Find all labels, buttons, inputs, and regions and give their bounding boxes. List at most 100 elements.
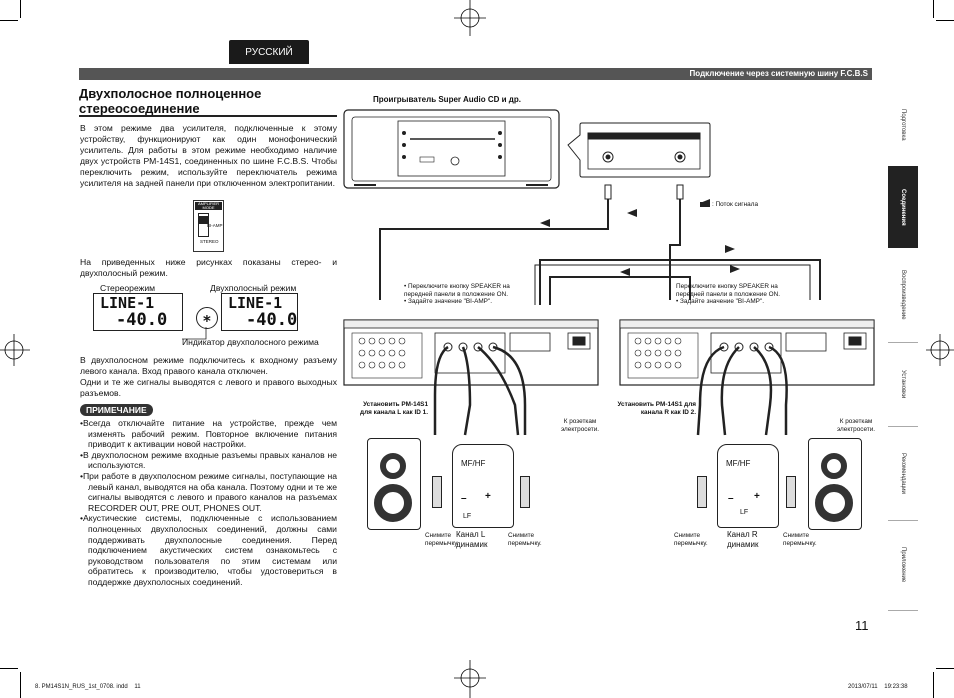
sacd-player [343,109,560,189]
speaker-note-left-line2: • Задайте значение "BI-AMP". [404,298,492,306]
jumper-right-a [697,476,707,508]
tab-preparation[interactable]: Подготовка [888,84,918,167]
biamp-description: В двухполосном режиме подключитесь к вхо… [80,355,337,376]
tab-appendix-label: Приложение [900,547,906,583]
lcd-biamp-line1: LINE-1 [228,294,283,312]
file-info: 8. PM14S1N_RUS_1st_0708. indd 11 [35,684,141,690]
player-label: Проигрыватель Super Audio CD и др. [373,95,521,104]
tab-connections-label: Соединения [900,188,906,226]
connection-diagram [343,109,875,436]
speaker-right-cabinet [808,438,862,530]
tab-playback-label: Воспроизведение [900,270,906,320]
signal-arrows [540,199,740,276]
jumper-note: Снимите перемычку. [508,532,542,547]
woofer-icon [815,484,853,522]
switch-body [198,213,209,237]
intro-paragraph: В этом режиме два усилителя, подключенны… [80,123,337,188]
amplifier-right [619,319,875,386]
switch-biamp-label: BI-AMP [207,223,223,228]
stereo-mode-label: Стереорежим [100,283,156,293]
registration-mark-right [926,334,954,366]
terminal-panel-right: MF/HF – + LF [717,444,779,528]
signal-legend: : Поток сигнала [700,201,780,209]
section-bar: Подключение через системную шину F.C.B.S [79,68,872,80]
speaker-note-right-line: Переключите кнопку SPEAKER на передней п… [676,283,781,298]
notes-list: •Всегда отключайте питание на устройстве… [80,418,337,588]
page-number: 11 [855,618,869,633]
amp-left-caption: Установить PM-14S1 для канала L как ID 1… [360,401,428,416]
note-badge: ПРИМЕЧАНИЕ [80,404,153,416]
indicator-caption: Индикатор двухполосного режима [182,337,319,347]
signal-legend-label: : Поток сигнала [712,201,759,208]
plus-label: + [485,491,491,502]
title-line-1: Двухполосное полноценное [79,86,262,101]
tab-appendix[interactable]: Приложение [888,520,918,611]
speaker-note-right: Переключите кнопку SPEAKER на передней п… [676,283,801,306]
fcbs-cables [534,259,821,305]
amplifier-mode-switch: AMPLIFIER MODE BI-AMP STEREO [193,200,224,252]
note-item: •В двухполосном режиме входные разъемы п… [80,449,337,471]
registration-mark-left [0,334,30,366]
note-item: •При работе в двухполосном режиме сигнал… [80,470,337,513]
jumper-left-a [432,476,442,508]
switch-stereo-label: STEREO [200,239,219,244]
lcd-biamp-line2: -40.0 [246,310,298,330]
mfhf-label: MF/HF [461,459,486,468]
outlet-left: К розеткам электросети. [560,418,600,433]
page-title: Двухполосное полноценное стереосоединени… [79,86,339,116]
title-rule [79,115,337,117]
language-tab[interactable]: РУССКИЙ [229,40,309,64]
speaker-cables [433,345,788,436]
indicator-leader-line [182,327,207,340]
note-item: •Акустические системы, подключенные с ис… [80,513,337,587]
tab-tips-label: Рекомендации [900,452,906,494]
registration-mark-bottom [454,660,486,698]
speaker-l-label: Канал L динамик [456,530,488,549]
jumper-note: Снимите перемычку. [674,532,708,547]
plus-label: + [754,491,760,502]
jumper-note: Снимите перемычку. [783,532,817,547]
minus-label: – [461,493,467,504]
jumper-right-b [786,476,796,508]
speaker-note-left-line: • Переключите кнопку SPEAKER на передней… [404,283,510,298]
timestamp: 2013/07/11 19:23:38 [848,684,908,690]
speaker-left-cabinet [367,438,421,530]
lf-label: LF [463,513,472,520]
tweeter-icon [821,453,847,479]
amplifier-left [343,319,599,386]
lcd-stereo-line2: -40.0 [116,310,168,330]
speaker-note-right-line2: • Задайте значение "BI-AMP". [676,298,764,306]
tab-tips[interactable]: Рекомендации [888,426,918,521]
biamp-description-2: Одни и те же сигналы выводятся с левого … [80,377,337,398]
lcd-stereo: LINE-1 -40.0 [93,293,183,331]
tab-preparation-label: Подготовка [900,109,906,141]
lcd-stereo-line1: LINE-1 [100,294,155,312]
rca-cables-input [379,184,684,300]
note-item: •Всегда отключайте питание на устройстве… [80,418,337,450]
outlet-right: К розеткам электросети. [836,418,876,433]
speaker-r-label: Канал R динамик [727,530,759,549]
woofer-icon [374,484,412,522]
switch-label: AMPLIFIER MODE [195,202,222,210]
tab-playback[interactable]: Воспроизведение [888,248,918,343]
biamp-mode-label: Двухполосный режим [210,283,297,293]
mfhf-label: MF/HF [726,459,751,468]
player-rear-callout [567,122,711,178]
title-line-2: стереосоединение [79,101,200,116]
jumper-note: Снимите перемычку. [425,532,459,547]
amp-right-caption: Установить PM-14S1 для канала R как ID 2… [617,401,696,416]
terminal-panel-left: MF/HF – + LF [452,444,514,528]
registration-mark-top [454,0,486,36]
minus-label: – [728,493,734,504]
biamp-indicator-icon: ∗ [196,307,218,329]
tweeter-icon [380,453,406,479]
lf-label: LF [740,509,749,516]
tab-settings[interactable]: Установки [888,342,918,427]
arrow-icon [700,201,710,207]
tab-settings-label: Установки [900,369,906,399]
speaker-note-left: • Переключите кнопку SPEAKER на передней… [404,283,534,306]
jumper-left-b [520,476,530,508]
lcd-biamp: LINE-1 -40.0 [221,293,298,331]
display-intro: На приведенных ниже рисунках показаны ст… [80,257,337,278]
tab-connections[interactable]: Соединения [888,166,918,248]
